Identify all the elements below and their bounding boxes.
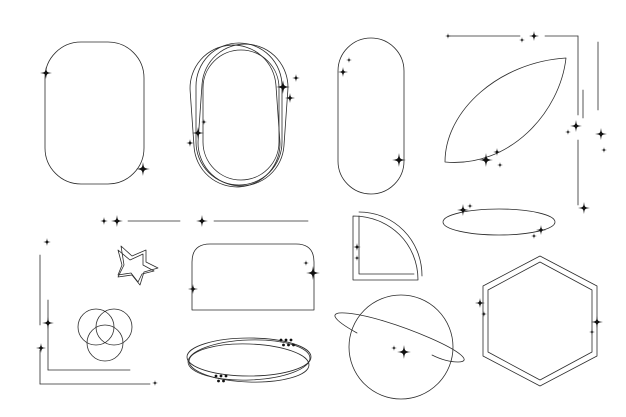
leaf-shape-frame — [444, 57, 567, 168]
hexagon-frame — [475, 255, 603, 387]
overlapping-circles-doodle — [77, 308, 133, 362]
four-point-sparkle-icon — [192, 127, 204, 139]
four-point-sparkle-icon — [346, 57, 352, 63]
capsule-frame — [337, 37, 406, 195]
four-point-sparkle-icon — [306, 266, 320, 280]
four-point-sparkle-icon — [529, 31, 539, 41]
four-point-sparkle-icon — [285, 93, 295, 103]
dot-pattern-icon — [214, 338, 295, 383]
four-point-sparkle-icon — [292, 74, 300, 82]
four-point-sparkle-icon — [353, 243, 361, 251]
four-point-sparkle-icon — [497, 162, 503, 168]
four-point-sparkle-icon — [445, 33, 451, 39]
four-point-sparkle-icon — [100, 217, 108, 225]
four-point-sparkle-icon — [475, 298, 485, 308]
four-point-sparkle-icon — [40, 67, 52, 79]
four-point-sparkle-icon — [481, 311, 487, 317]
four-point-sparkle-icon — [152, 380, 158, 386]
quarter-circle-frame — [352, 211, 423, 281]
four-point-sparkle-icon — [531, 233, 537, 239]
four-point-sparkle-icon — [186, 139, 194, 147]
four-point-sparkle-icon — [479, 153, 493, 167]
horizontal-divider-line — [100, 215, 309, 227]
four-point-sparkle-icon — [111, 215, 123, 227]
layered-oval-frame — [186, 42, 300, 188]
ellipse-ring-frame — [442, 203, 556, 239]
four-point-sparkle-icon — [519, 37, 525, 43]
four-point-sparkle-icon — [188, 284, 198, 294]
four-point-sparkle-icon — [578, 202, 590, 214]
arch-top-frame — [188, 243, 320, 311]
four-point-sparkle-icon — [391, 345, 397, 351]
four-point-sparkle-icon — [570, 120, 582, 132]
layered-ellipse-ring — [186, 337, 312, 383]
star-outline-icon — [117, 245, 159, 286]
four-point-sparkle-icon — [601, 147, 607, 153]
four-point-sparkle-icon — [536, 225, 546, 235]
corner-bracket-frame-bottom-left — [36, 238, 158, 386]
four-point-sparkle-icon — [591, 316, 603, 328]
four-point-sparkle-icon — [303, 260, 309, 266]
four-point-sparkle-icon — [201, 119, 207, 125]
four-point-sparkle-icon — [42, 317, 54, 329]
four-point-sparkle-icon — [467, 203, 473, 209]
four-point-sparkle-icon — [595, 128, 607, 140]
four-point-sparkle-icon — [338, 67, 348, 77]
four-point-sparkle-icon — [565, 129, 571, 135]
rounded-rectangle-frame — [40, 41, 150, 185]
four-point-sparkle-icon — [136, 162, 150, 176]
four-point-sparkle-icon — [589, 329, 595, 335]
corner-bracket-frame-top-right — [445, 31, 607, 214]
four-point-sparkle-icon — [397, 345, 411, 359]
four-point-sparkle-icon — [457, 204, 469, 216]
four-point-sparkle-icon — [196, 215, 208, 227]
planet-ring-frame — [334, 294, 465, 400]
four-point-sparkle-icon — [36, 343, 46, 353]
four-point-sparkle-icon — [43, 238, 51, 246]
